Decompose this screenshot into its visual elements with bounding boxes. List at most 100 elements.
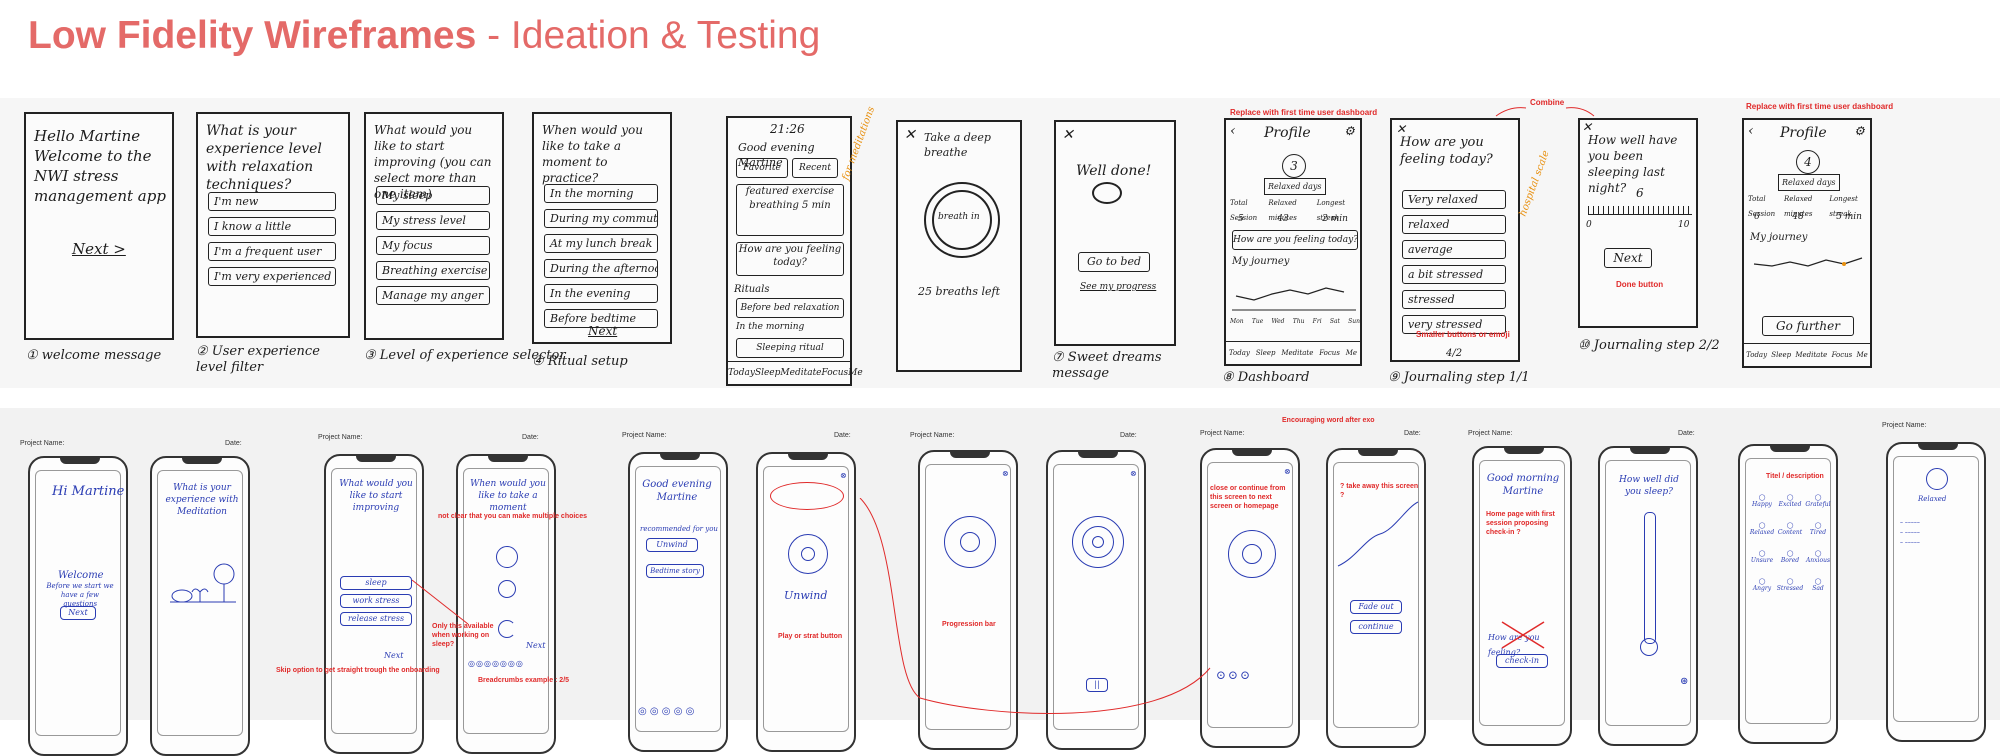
mood-item[interactable]: ◯Happy (1752, 494, 1772, 508)
step-indicator: 4/2 (1446, 348, 1463, 359)
sketch-ritual-item: In the morning (736, 322, 805, 332)
sketch-next-link: Next > (72, 240, 126, 258)
breath-count: 25 breaths left (918, 285, 1001, 298)
project-label: Project Name: (318, 434, 363, 441)
close-icon[interactable]: ⊗ (840, 471, 847, 480)
mood-item[interactable]: ◯Unsure (1750, 550, 1774, 564)
sketch-caption: ③ Level of experience selector (364, 348, 566, 363)
page-title: Low Fidelity Wireframes - Ideation & Tes… (28, 14, 821, 57)
annotation: Smaller buttons or emoji (1416, 330, 1510, 339)
tab-bar-icons: ◎ ◎ ◎ ◎ ◎ (638, 706, 695, 717)
cross-out-mark (1498, 620, 1548, 650)
breath-circle-inner (932, 190, 992, 250)
journey-label: My journey (1232, 256, 1290, 267)
slider-value: 6 (1636, 186, 1644, 200)
sketch-go-further: Go further (1762, 316, 1854, 336)
play-circle[interactable] (788, 534, 828, 574)
combine-arrows (1495, 107, 1595, 117)
highlight-circle (770, 482, 844, 510)
close-icon[interactable]: ⊗ (1284, 467, 1291, 476)
sleep-slider (1588, 206, 1692, 215)
close-icon[interactable]: ⊗ (1130, 469, 1137, 478)
sketch-option: My focus (376, 236, 490, 255)
mood-item[interactable]: ◯Angry (1752, 578, 1772, 592)
sketch-caption: ① welcome message (26, 348, 162, 363)
mood-item[interactable]: ◯Grateful (1805, 494, 1831, 508)
badge-label: Relaxed days (1264, 178, 1326, 195)
sketch-caption: ⑧ Dashboard (1222, 370, 1310, 385)
detail-lines: – –––––– –––––– ––––– (1900, 519, 1920, 546)
bedtime-story-card[interactable]: Bedtime story (646, 564, 704, 578)
sketch-option: My sleep (376, 186, 490, 205)
next-button[interactable]: Next (60, 606, 96, 620)
date-label: Date: (1120, 432, 1137, 439)
sketch-option: In the morning (544, 184, 658, 203)
sketch-dashboard: Replace with first time user dashboard ‹… (1222, 98, 1377, 388)
date-label: Date: (522, 434, 539, 441)
sketch-next-button: Next (1604, 248, 1652, 268)
continue-button[interactable]: continue (1350, 620, 1402, 634)
phone-improve: What would you like to start improving s… (324, 454, 424, 754)
pause-button[interactable]: || (1086, 678, 1108, 692)
phone-breathing: ⊗ || (1046, 450, 1146, 750)
sketch-caption: ⑦ Sweet dreams message (1052, 350, 1162, 381)
gear-icon: ⚙ (1344, 124, 1355, 138)
fade-out-button[interactable]: Fade out (1350, 600, 1402, 614)
mood-item[interactable]: ◯Tired (1809, 522, 1827, 536)
option-button[interactable]: release stress (340, 612, 412, 626)
mood-item[interactable]: ◯Excited (1778, 494, 1802, 508)
annotation-combine: Combine (1530, 98, 1565, 107)
breath-circle (1072, 516, 1124, 568)
sketch-option: During my commute to work (544, 209, 658, 228)
sketch-option: My stress level (376, 211, 490, 230)
breath-circle-inner (960, 532, 980, 552)
sketch-option: During the afternoon (544, 259, 658, 278)
sketch-tab: Favorite (736, 158, 788, 178)
sketch-options: In the morning During my commute to work… (544, 184, 658, 334)
date-label: Date: (834, 432, 851, 439)
next-link[interactable]: Next (384, 651, 404, 660)
close-icon[interactable]: ⊗ (1002, 469, 1009, 478)
sketch-caption: ④ Ritual setup (532, 354, 628, 369)
sketch-improve: What would you like to start improving (… (360, 98, 566, 388)
mood-item[interactable]: ◯Relaxed (1749, 522, 1775, 536)
mood-item[interactable]: ◯Bored (1780, 550, 1800, 564)
option-button[interactable]: sleep (340, 576, 412, 590)
project-label: Project Name: (622, 432, 667, 439)
annotation: Home page with first session proposing c… (1486, 511, 1555, 536)
mood-item[interactable]: ◯Content (1777, 522, 1803, 536)
annotation: Titel / description (1766, 473, 1824, 480)
sketch-option: Breathing exercise (376, 261, 490, 280)
badge: 4 (1796, 150, 1820, 174)
back-icon: ‹ (1748, 123, 1754, 139)
next-link[interactable]: Next (526, 641, 546, 650)
annotation: Skip option to get straight trough the o… (276, 667, 440, 674)
sketch-options: I'm new I know a little I'm a frequent u… (208, 192, 336, 292)
option-button[interactable]: work stress (340, 594, 412, 608)
close-icon: ✕ (904, 127, 916, 143)
phone-relaxed: Relaxed – –––––– –––––– ––––– (1886, 442, 1986, 742)
unwind-card[interactable]: Unwind (646, 538, 698, 552)
control-icons[interactable]: ⊙⊙⊙ (1216, 668, 1253, 682)
slider-handle[interactable] (1640, 638, 1658, 656)
sketch-welcome: Hello Martine Welcome to the NWI stress … (20, 98, 180, 388)
check-in-button[interactable]: check-in (1496, 654, 1548, 668)
sketch-option: At my lunch break (544, 234, 658, 253)
annotation: not clear that you can make multiple cho… (438, 513, 587, 520)
sleep-face-icon (1092, 182, 1122, 204)
sketch-option: Manage my anger (376, 286, 490, 305)
date-label: Date: (225, 440, 242, 447)
mood-item[interactable]: ◯Sad (1812, 578, 1824, 592)
sleep-slider[interactable] (1644, 512, 1656, 644)
sketch-well-done: ✕ Well done! Go to bed See my progress ⑦… (1052, 98, 1182, 388)
next-arrow-icon[interactable]: ⊛ (1680, 676, 1689, 687)
mood-item[interactable]: ◯Stressed (1776, 578, 1804, 592)
question-text: When would you like to take a moment (470, 479, 546, 513)
project-label: Project Name: (1200, 430, 1245, 437)
mood-item[interactable]: ◯Anxious (1805, 550, 1831, 564)
sketch-question: When would you like to take a moment to … (542, 123, 643, 185)
phone-welcome: Hi Martine Welcome Before we start we ha… (28, 456, 128, 756)
